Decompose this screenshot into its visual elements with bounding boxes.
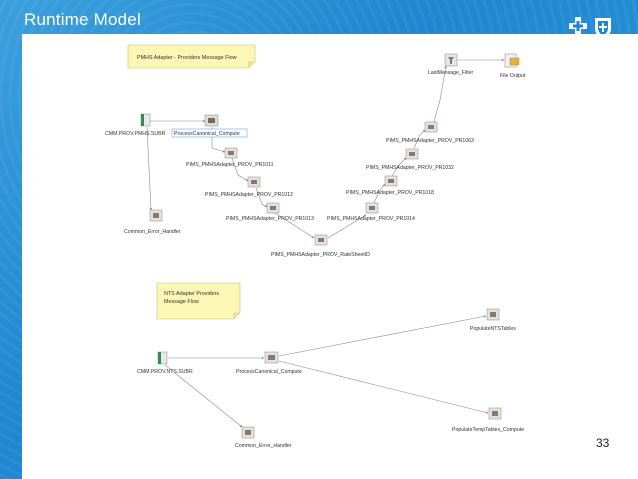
- edge-pr1012-pr1013: [255, 187, 268, 208]
- selection-box: [171, 128, 248, 138]
- flow2-node-error[interactable]: Common_Error_Handler: [235, 426, 292, 449]
- node-label: PopulateTempTables_Compute: [452, 427, 524, 433]
- flow1-node-lastfilter[interactable]: LastMessage_Filter: [428, 53, 474, 76]
- flow1-node-pr1018[interactable]: PIMS_PMHSAdapter_PROV_PR1018: [346, 175, 434, 196]
- edge-input-error: [146, 126, 153, 211]
- edge-input-error: [164, 364, 243, 428]
- edge-pr1013-ratesheet: [274, 212, 315, 239]
- node-label: PIMS_PMHSAdapter_PROV_PR1012: [205, 192, 293, 198]
- flow1-node-pr1063[interactable]: PIMS_PMHSAdapter_PROV_PR1063: [386, 121, 474, 144]
- flow1-node-ratesheet[interactable]: PIMS_PMHSAdapter_PROV_RateSheetID: [271, 234, 370, 258]
- node-label: LastMessage_Filter: [428, 70, 474, 76]
- node-label: PIMS_PMHSAdapter_PROV_RateSheetID: [271, 252, 370, 258]
- blue-cross-icon: [569, 17, 587, 35]
- flow2-node-input[interactable]: CMM.PROV.NTS.SUBR: [137, 351, 193, 375]
- flow1-node-pr1012[interactable]: PIMS_PMHSAdapter_PROV_PR1012: [205, 176, 293, 198]
- node-label: ProcessCanonical_Compute: [236, 369, 302, 375]
- flow1-node-pr1032[interactable]: PIMS_PMHSAdapter_PROV_PR1032: [366, 148, 454, 171]
- flow1-node-pr1013[interactable]: PIMS_PMHSAdapter_PROV_PR1013: [226, 202, 314, 222]
- diagram-panel: [22, 34, 638, 479]
- node-label: PopulateNTSTables: [470, 326, 516, 332]
- flow2-note-line2: Message Flow: [164, 299, 199, 305]
- flow2-note-line1: NTS Adapter Providers: [164, 291, 219, 297]
- edge-pr1063-lastfilter: [433, 65, 447, 123]
- flow1-node-pr1011[interactable]: PIMS_PMHSAdapter_PROV_PR1011: [186, 147, 274, 168]
- node-label: Common_Error_Handler: [235, 443, 292, 449]
- node-label: PIMS_PMHSAdapter_PROV_PR1018: [346, 190, 434, 196]
- edge-pr1018-pr1032: [391, 157, 407, 177]
- flow1-node-pr1014[interactable]: PIMS_PMHSAdapter_PROV_PR1014: [327, 202, 415, 222]
- flow1-node-fileoutput[interactable]: File Output: [500, 53, 526, 79]
- edge-pr1032-pr1063: [413, 129, 426, 149]
- edge-ratesheet-pr1014: [327, 214, 367, 239]
- slide-title: Runtime Model: [24, 10, 141, 29]
- flow2-node-temp[interactable]: PopulateTempTables_Compute: [452, 407, 524, 433]
- node-label: PIMS_PMHSAdapter_PROV_PR1032: [366, 165, 454, 171]
- flow1-node-compute[interactable]: ProcessCanonical_Compute: [171, 114, 248, 138]
- flow1-node-error[interactable]: Common_Error_Handler: [124, 209, 181, 235]
- blue-shield-icon: [595, 18, 611, 39]
- node-label: Common_Error_Handler: [124, 229, 181, 235]
- flow1-edges: [146, 58, 505, 239]
- node-label: PIMS_PMHSAdapter_PROV_PR1013: [226, 216, 314, 222]
- node-label: File Output: [500, 73, 526, 79]
- node-label: PIMS_PMHSAdapter_PROV_PR1014: [327, 216, 415, 222]
- node-label: PIMS_PMHSAdapter_PROV_PR1011: [186, 162, 274, 168]
- edge-compute-temp: [278, 360, 489, 414]
- node-label: PIMS_PMHSAdapter_PROV_PR1063: [386, 138, 474, 144]
- node-label: CMM.PROV.NTS.SUBR: [137, 369, 193, 375]
- flow1-note: PMHS Adapter - Providers Message Flow: [127, 44, 256, 69]
- edge-compute-nts: [278, 315, 487, 357]
- bcbs-logo: [567, 16, 617, 45]
- node-label: ProcessCanonical_Compute: [174, 131, 240, 137]
- page-number: 33: [596, 436, 610, 450]
- flow1-note-text: PMHS Adapter - Providers Message Flow: [137, 55, 237, 61]
- flow2-note: NTS Adapter Providers Message Flow: [156, 282, 241, 320]
- flow1-node-input[interactable]: CMM.PROV.PMHS.SUBR: [105, 113, 166, 137]
- edge-pr1011-pr1012: [231, 157, 249, 182]
- flow2-node-nts[interactable]: PopulateNTSTables: [470, 308, 516, 332]
- edge-pr1014-pr1018: [373, 183, 386, 204]
- node-label: CMM.PROV.PMHS.SUBR: [105, 131, 166, 137]
- flow2-node-compute[interactable]: ProcessCanonical_Compute: [236, 351, 302, 375]
- flow2-edges: [164, 315, 489, 428]
